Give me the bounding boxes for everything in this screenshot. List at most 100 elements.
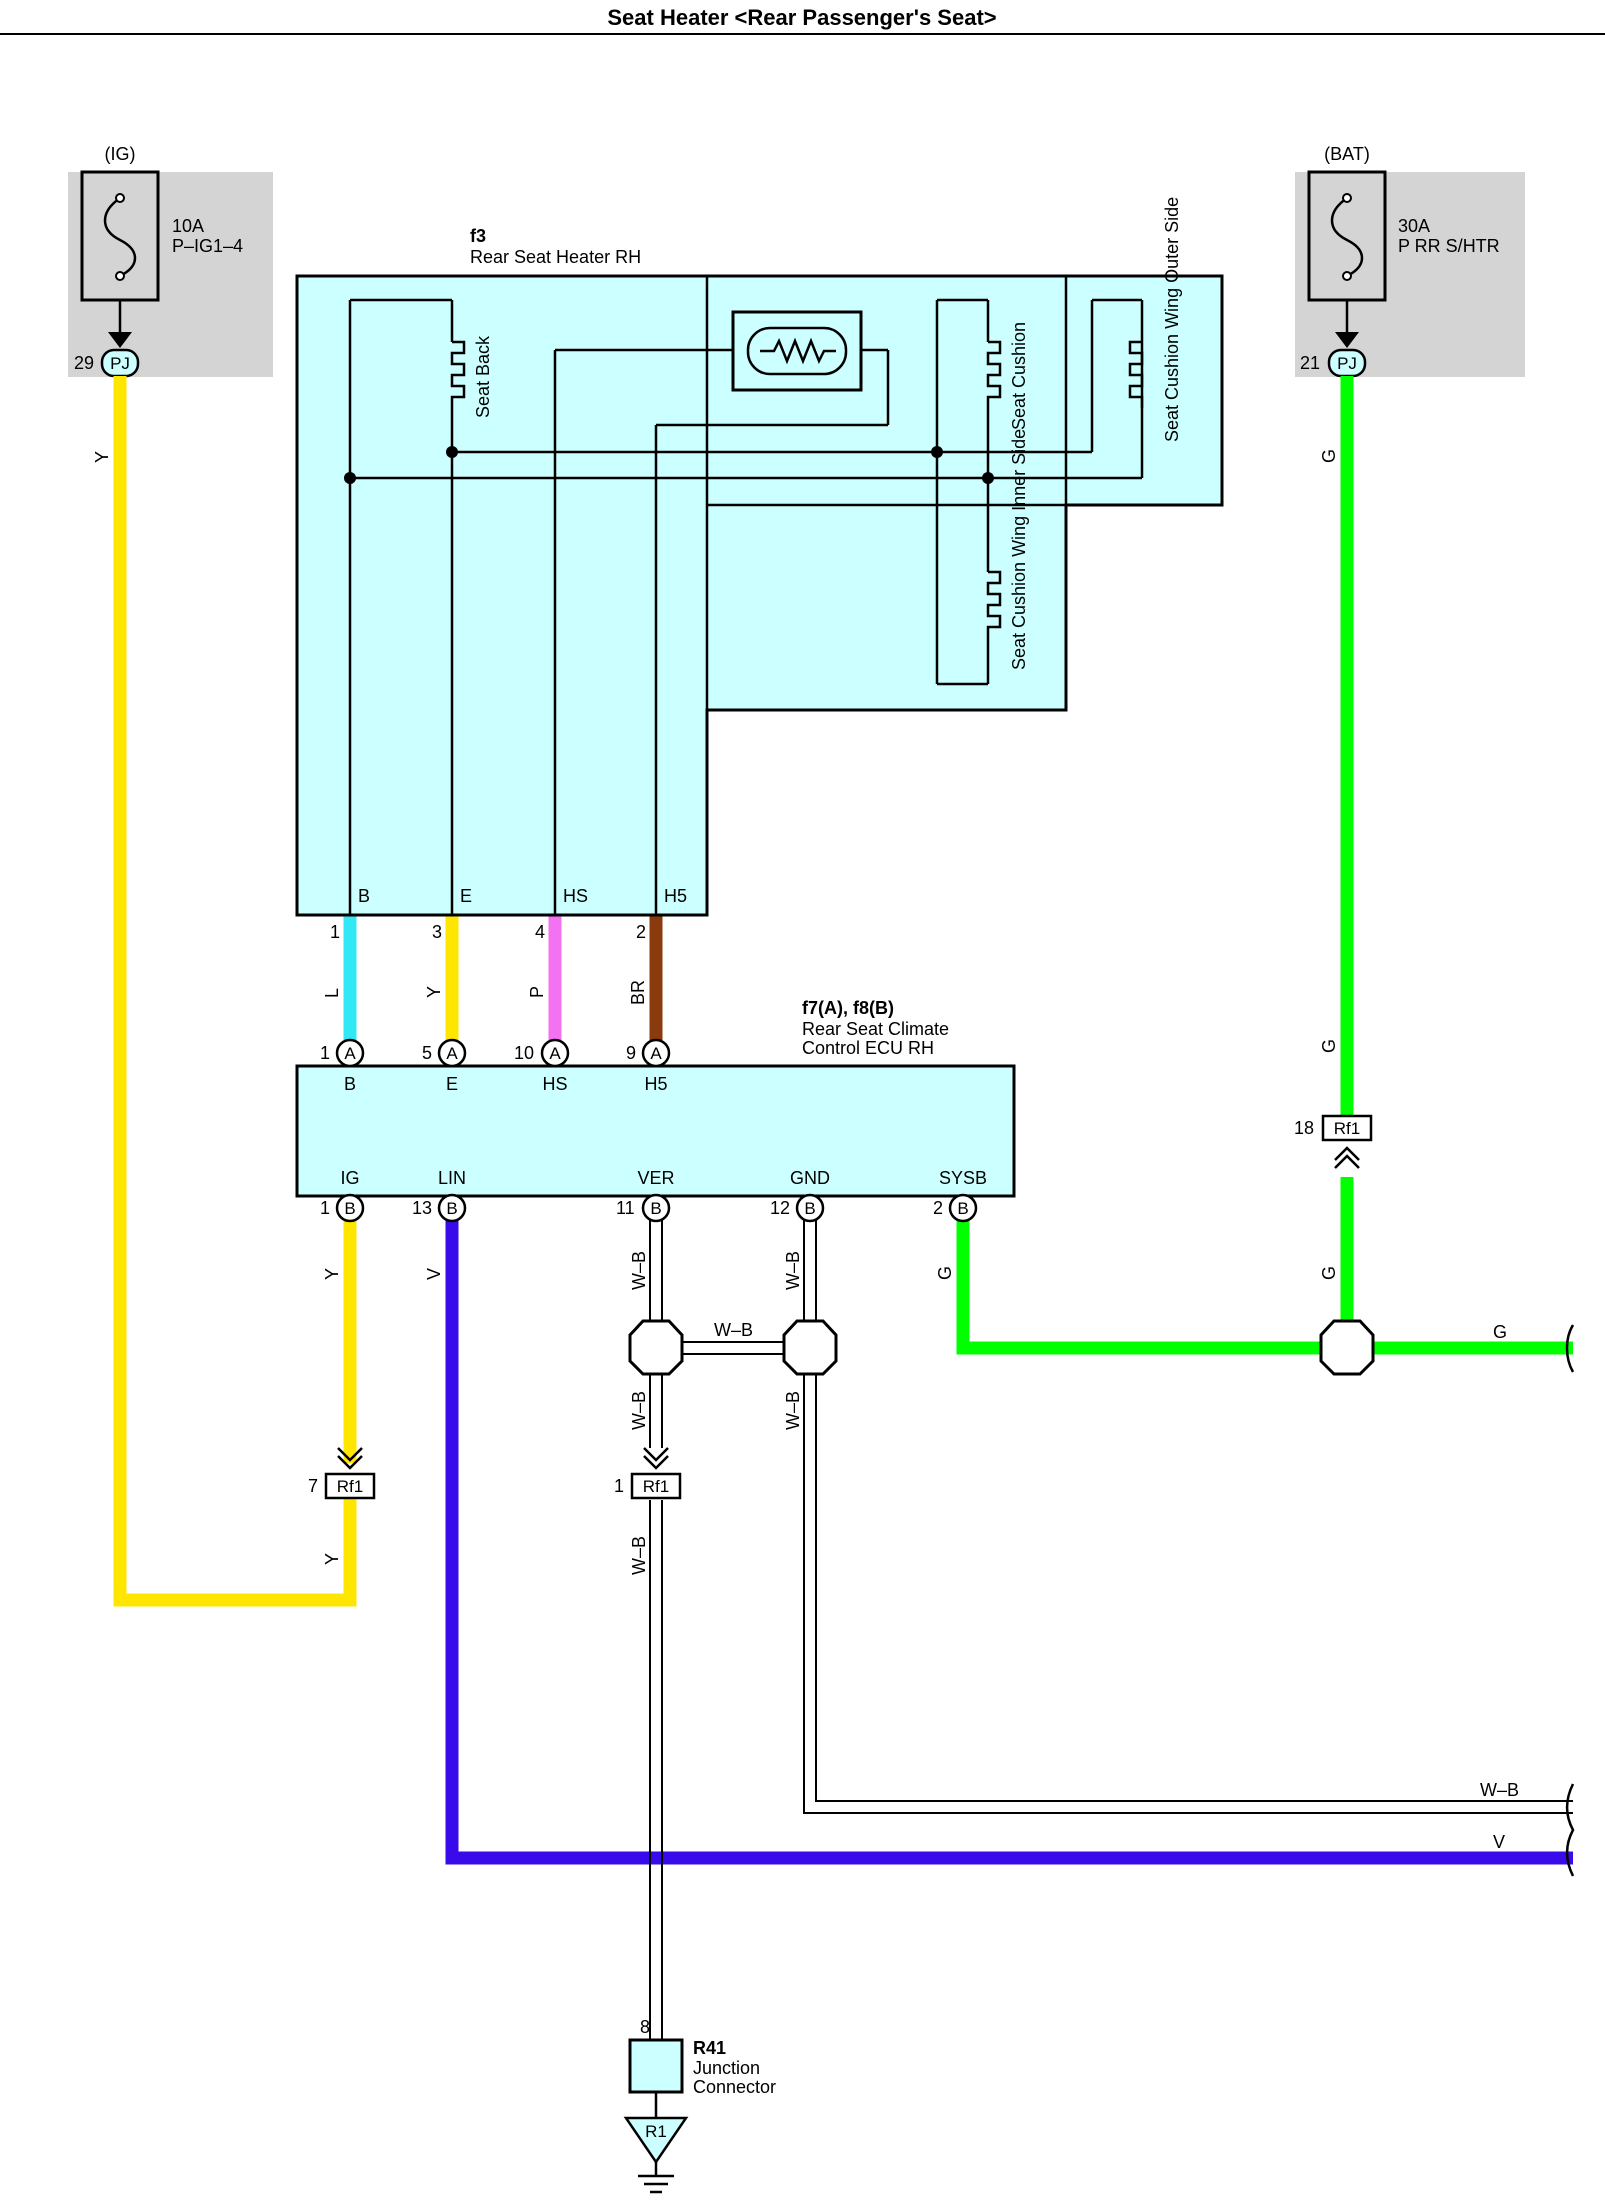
ecu-bottom-pin: 12 xyxy=(770,1198,790,1218)
wire-label-wb: W–B xyxy=(629,1391,649,1430)
junction-dot xyxy=(344,472,356,484)
wire-y-ig-loop xyxy=(113,376,357,1607)
rf1-connector-pin: 7 xyxy=(308,1476,318,1496)
rf1-connector-pin: 1 xyxy=(614,1476,624,1496)
rf1-connector-name: Rf1 xyxy=(643,1477,669,1496)
wire-label-y: Y xyxy=(92,451,112,463)
wire-g-sysb xyxy=(956,1220,1573,1355)
arrow-down-icon xyxy=(1335,332,1359,348)
junction-line1: Junction xyxy=(693,2058,760,2078)
junction-dot xyxy=(982,472,994,484)
heater-terminal-b: B xyxy=(358,886,370,906)
thermistor-icon xyxy=(746,326,848,376)
heater-pin-2: 2 xyxy=(636,922,646,942)
wb-wires xyxy=(649,1220,1573,2040)
connector-chevron-icon xyxy=(643,1447,669,1470)
rf1-connector-name: Rf1 xyxy=(1334,1119,1360,1138)
bat-fuse-connector-label: PJ xyxy=(1337,354,1357,373)
ecu-top-label-hs: HS xyxy=(542,1074,567,1094)
splice-point xyxy=(782,1319,838,1376)
ecu-top-pin: 5 xyxy=(422,1043,432,1063)
heater-pin-1: 1 xyxy=(330,922,340,942)
wire-label-y: Y xyxy=(322,1268,342,1280)
seat-back-label: Seat Back xyxy=(473,335,493,418)
wire-label-v: V xyxy=(424,1268,444,1280)
ecu-top-pin: 1 xyxy=(320,1043,330,1063)
thermistor-box xyxy=(731,310,863,392)
rf1-connector-name: Rf1 xyxy=(337,1477,363,1496)
wire-label-g: G xyxy=(1319,1039,1339,1053)
heater-terminal-e: E xyxy=(460,886,472,906)
ecu-top-pin: 10 xyxy=(514,1043,534,1063)
bat-source-label: (BAT) xyxy=(1324,144,1370,164)
heater-pin-3: 3 xyxy=(432,922,442,942)
wire-label-p: P xyxy=(527,986,547,998)
ecu-name-line1: Rear Seat Climate xyxy=(802,1019,949,1039)
wing-outer-label: Seat Cushion Wing Outer Side xyxy=(1162,197,1182,442)
ecu-top-conn-a: A xyxy=(549,1044,561,1063)
ig-source-label: (IG) xyxy=(105,144,136,164)
ecu-bottom-label-gnd: GND xyxy=(790,1168,830,1188)
ecu-bottom-label-sysb: SYSB xyxy=(939,1168,987,1188)
ecu-top-terminals xyxy=(335,1038,671,1068)
wire-v-lin xyxy=(445,1220,1573,1865)
ecu-top-conn-a: A xyxy=(446,1044,458,1063)
wire-continuation-marks xyxy=(1565,1324,1575,1877)
heater-pin-4: 4 xyxy=(535,922,545,942)
wire-label-wb: W–B xyxy=(1480,1780,1519,1800)
r41-junction-connector xyxy=(628,2038,684,2094)
wire-label-wb: W–B xyxy=(783,1251,803,1290)
ecu-top-pin: 9 xyxy=(626,1043,636,1063)
ecu-top-conn-a: A xyxy=(344,1044,356,1063)
bat-fuse-amp: 30A xyxy=(1398,216,1430,236)
seat-cushion-label: Seat Cushion xyxy=(1009,322,1029,430)
wire-label-wb: W–B xyxy=(629,1251,649,1290)
junction-code: R41 xyxy=(693,2038,726,2058)
junction-dot xyxy=(931,446,943,458)
ecu-bottom-conn-b: B xyxy=(650,1199,661,1218)
heater-terminal-h5: H5 xyxy=(664,886,687,906)
ecu-bottom-conn-b: B xyxy=(344,1199,355,1218)
splice-point xyxy=(1319,1319,1375,1376)
wire-label-l: L xyxy=(322,988,342,998)
connector-chevron-icon xyxy=(1334,1146,1360,1169)
wire-label-g: G xyxy=(1319,1266,1339,1280)
ecu-bottom-pin: 1 xyxy=(320,1198,330,1218)
wire-label-g: G xyxy=(1319,449,1339,463)
wire-label-wb: W–B xyxy=(783,1391,803,1430)
wire-label-wb: W–B xyxy=(629,1536,649,1575)
wire-label-g: G xyxy=(1493,1322,1507,1342)
bat-fuse-pin: 21 xyxy=(1300,353,1320,373)
ecu-bottom-pin: 2 xyxy=(933,1198,943,1218)
seat-back-heater-coil xyxy=(450,340,466,408)
wing-outer-heater-coil xyxy=(1128,340,1144,408)
wire-label-g: G xyxy=(935,1266,955,1280)
ig-fuse-pin: 29 xyxy=(74,353,94,373)
wire-label-wb: W–B xyxy=(714,1320,753,1340)
ground-symbol xyxy=(638,2162,674,2194)
wing-outer-line1: Seat Cushion Wing Outer Side xyxy=(1162,197,1182,442)
rf1-connector-18: Rf1 18 xyxy=(1294,1114,1373,1169)
bat-fuse-block: (BAT) 30A P RR S/HTR PJ 21 xyxy=(1295,144,1525,378)
ecu-top-label-e: E xyxy=(446,1074,458,1094)
heater-internal-wiring xyxy=(348,298,1144,915)
splice-point xyxy=(628,1319,684,1376)
ig-fuse-amp: 10A xyxy=(172,216,204,236)
ecu-top-label-b: B xyxy=(344,1074,356,1094)
ecu-bottom-terminals xyxy=(335,1193,978,1223)
ecu-name-line2: Control ECU RH xyxy=(802,1038,934,1058)
ground-icon xyxy=(623,2116,689,2165)
diagram-title: Seat Heater <Rear Passenger's Seat> xyxy=(607,5,996,30)
rf1-connector-pin: 18 xyxy=(1294,1118,1314,1138)
ecu-bottom-conn-b: B xyxy=(446,1199,457,1218)
junction-dot xyxy=(446,446,458,458)
ecu-bottom-conn-b: B xyxy=(957,1199,968,1218)
wire-label-y: Y xyxy=(424,986,444,998)
rear-seat-climate-ecu-box xyxy=(295,1064,1016,1198)
ecu-top-label-h5: H5 xyxy=(644,1074,667,1094)
rf1-connector-1: Rf1 1 xyxy=(614,1447,682,1500)
ecu-bottom-label-ig: IG xyxy=(340,1168,359,1188)
wing-inner-label: Seat Cushion Wing Inner Side xyxy=(1009,429,1029,670)
seat-cushion-heater-coil xyxy=(986,340,1002,408)
ig-fuse-name: P–IG1–4 xyxy=(172,236,243,256)
